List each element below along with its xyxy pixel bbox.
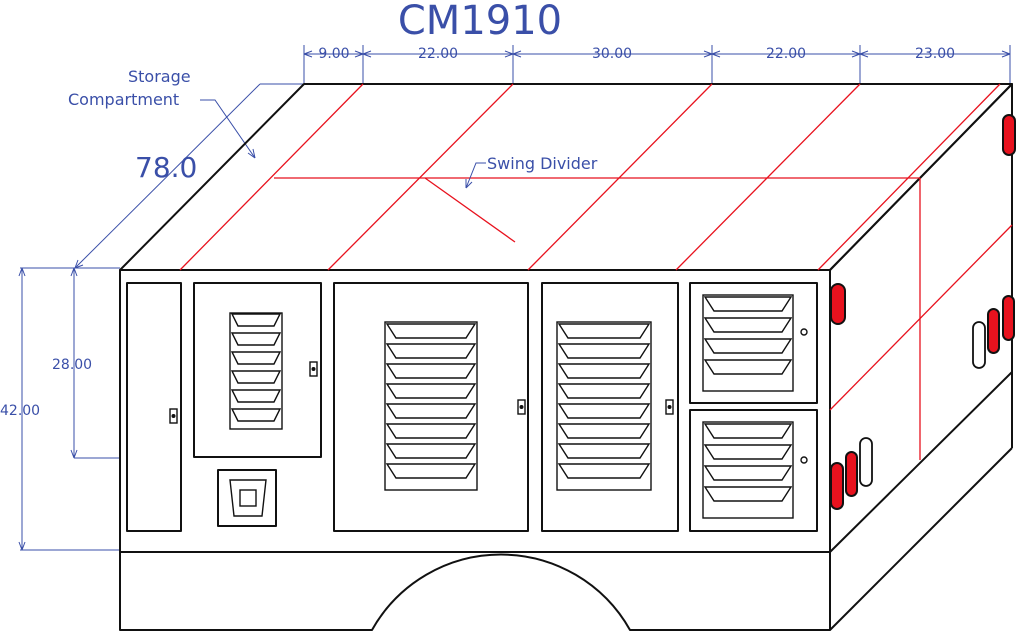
louver-set-1 [230,313,282,422]
front-compartments [126,282,818,532]
label-storage: Storage [128,67,191,86]
door-handle-2 [309,361,318,377]
door-handle-4 [665,399,674,415]
reflector-white-rear [972,321,986,369]
marker-lamp-rear-top [1002,114,1016,156]
drawing-title: CM1910 [398,0,562,44]
left-annotations: Storage Compartment 78.0 28.00 42.00 [0,67,304,551]
dim-top-3: 30.00 [592,46,632,62]
louver-set-2 [385,323,477,479]
marker-lamp-front-lower-2 [845,451,858,497]
swing-divider-callout: Swing Divider [465,154,598,189]
dim-top-2: 22.00 [418,46,458,62]
access-panel [217,469,277,527]
door-handle-1 [169,408,178,424]
dim-overall-height: 42.00 [0,403,40,419]
reflector-white-front [859,437,873,487]
door-handle-3 [517,399,526,415]
dim-top-5: 23.00 [915,46,955,62]
label-compartment: Compartment [68,90,179,109]
label-swing-divider: Swing Divider [487,154,598,173]
marker-lamp-rear-2 [1002,295,1015,341]
dim-depth: 78.0 [135,151,197,184]
door-handle-5 [800,328,808,336]
swing-dividers [179,83,1013,460]
marker-lamp-front-upper [830,283,846,325]
louver-set-4 [703,296,793,375]
marker-lamp-front-lower-1 [830,462,844,510]
louver-set-3 [557,323,651,479]
door-handle-6 [800,456,808,464]
louver-set-5 [703,423,793,502]
marker-lamp-rear-1 [987,308,1000,354]
body-outline [119,83,1013,631]
top-dimension-chain: 9.00 22.00 30.00 22.00 23.00 [303,45,1011,84]
marker-lamps [830,114,1016,510]
dim-top-1: 9.00 [318,46,349,62]
dim-top-4: 22.00 [766,46,806,62]
dim-compartment-height: 28.00 [52,357,92,373]
